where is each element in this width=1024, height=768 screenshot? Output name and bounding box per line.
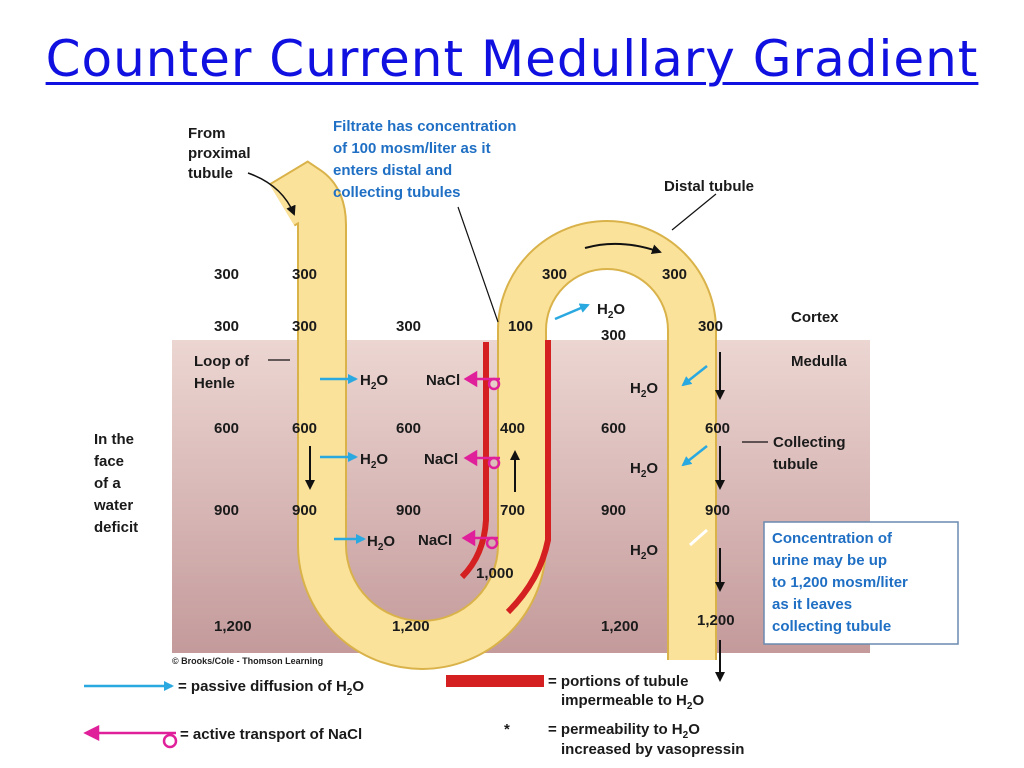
svg-text:H2O: H2O	[360, 451, 388, 471]
filtrate-note-2: of 100 mosm/liter as it	[333, 140, 491, 157]
label-loop-of-henle-2: Henle	[194, 375, 235, 392]
flow-arrow-distal	[584, 242, 662, 255]
filtrate-note-4: collecting tubules	[333, 184, 461, 201]
label-from-proximal-2: proximal	[188, 145, 251, 162]
value-300: 300	[292, 318, 317, 335]
nacl-label-1: NaCl	[426, 372, 460, 389]
label-loop-of-henle-1: Loop of	[194, 353, 250, 370]
urine-note-1: Concentration of	[772, 530, 893, 547]
label-cortex: Cortex	[791, 309, 839, 326]
value-400: 400	[500, 420, 525, 437]
h2o-label-1: H2O	[360, 372, 388, 392]
h2o-label-2: H2O	[360, 451, 388, 471]
value-300: 300	[214, 266, 239, 283]
value-600: 600	[214, 420, 239, 437]
label-water-deficit-4: water	[93, 497, 133, 514]
urine-note-3: to 1,200 mosm/liter	[772, 574, 908, 591]
nacl-label-2: NaCl	[424, 451, 458, 468]
svg-text:H2O: H2O	[597, 301, 625, 321]
value-600: 600	[396, 420, 421, 437]
label-water-deficit-1: In the	[94, 431, 134, 448]
value-600: 600	[601, 420, 626, 437]
value-700: 700	[500, 502, 525, 519]
legend-vasopressin-label-1: = permeability to H2O	[548, 721, 700, 741]
filtrate-note-1: Filtrate has concentration	[333, 118, 516, 135]
impermeable-wall-outer	[505, 340, 551, 615]
label-collecting-tubule-1: Collecting	[773, 434, 846, 451]
page-title: Counter Current Medullary Gradient	[45, 30, 979, 88]
urine-note-5: collecting tubule	[772, 618, 891, 635]
nacl-label-3: NaCl	[418, 532, 452, 549]
svg-text:H2O: H2O	[367, 533, 395, 553]
value-1200: 1,200	[601, 618, 639, 635]
h2o-label-7: H2O	[630, 542, 658, 562]
label-from-proximal-1: From	[188, 125, 226, 142]
value-1200: 1,200	[392, 618, 430, 635]
label-water-deficit-2: face	[94, 453, 124, 470]
svg-text:H2O: H2O	[630, 380, 658, 400]
legend-active-label: = active transport of NaCl	[180, 726, 362, 743]
legend-active-arrow	[83, 724, 178, 749]
value-1000: 1,000	[476, 565, 514, 582]
passive-arrow-4	[554, 303, 590, 321]
h2o-label-4: H2O	[597, 301, 625, 321]
legend-impermeable-label-1: = portions of tubule	[548, 673, 688, 690]
value-100: 100	[508, 318, 533, 335]
value-300: 300	[662, 266, 687, 283]
label-water-deficit-3: of a	[94, 475, 121, 492]
tubule-fill	[270, 162, 715, 668]
value-600: 600	[705, 420, 730, 437]
legend-vasopressin-star: *	[504, 721, 510, 738]
value-900: 900	[396, 502, 421, 519]
active-transport-2	[463, 449, 501, 470]
credit-text: © Brooks/Cole - Thomson Learning	[172, 656, 323, 666]
passive-arrow-6	[681, 445, 708, 467]
passive-arrow-5	[681, 365, 708, 387]
value-900: 900	[292, 502, 317, 519]
label-water-deficit-5: deficit	[94, 519, 138, 536]
active-transport-3	[461, 529, 499, 550]
urine-note-box	[763, 521, 959, 645]
pointer-filtrate	[457, 206, 499, 323]
svg-text:H2O: H2O	[360, 372, 388, 392]
active-transport-1	[463, 370, 501, 391]
value-300: 300	[698, 318, 723, 335]
pointer-distal	[671, 193, 717, 231]
filtrate-note-3: enters distal and	[333, 162, 452, 179]
urine-note-2: urine may be up	[772, 552, 887, 569]
value-900: 900	[601, 502, 626, 519]
value-300: 300	[396, 318, 421, 335]
value-300: 300	[214, 318, 239, 335]
value-300: 300	[292, 266, 317, 283]
impermeable-wall-inner	[459, 342, 489, 580]
legend-vasopressin-label-2: increased by vasopressin	[561, 741, 744, 758]
passive-arrow-7	[689, 528, 708, 547]
tubule-top-end	[281, 188, 321, 216]
value-900: 900	[214, 502, 239, 519]
label-from-proximal-3: tubule	[188, 165, 233, 182]
svg-text:H2O: H2O	[630, 460, 658, 480]
urine-note-4: as it leaves	[772, 596, 852, 613]
value-600: 600	[292, 420, 317, 437]
pointer-from-proximal	[247, 172, 296, 216]
label-collecting-tubule-2: tubule	[773, 456, 818, 473]
h2o-label-6: H2O	[630, 460, 658, 480]
value-300: 300	[542, 266, 567, 283]
label-distal-tubule: Distal tubule	[664, 178, 754, 195]
legend-passive-label: = passive diffusion of H2O	[178, 678, 364, 698]
h2o-label-5: H2O	[630, 380, 658, 400]
value-1200: 1,200	[697, 612, 735, 629]
legend-impermeable-label-2: impermeable to H2O	[561, 692, 704, 712]
h2o-label-3: H2O	[367, 533, 395, 553]
value-1200: 1,200	[214, 618, 252, 635]
value-900: 900	[705, 502, 730, 519]
svg-text:H2O: H2O	[630, 542, 658, 562]
label-medulla: Medulla	[791, 353, 847, 370]
legend: = passive diffusion of H2O = active tran…	[83, 673, 744, 758]
value-300: 300	[601, 327, 626, 344]
tubule	[269, 160, 717, 670]
legend-impermeable-bar	[446, 675, 544, 687]
